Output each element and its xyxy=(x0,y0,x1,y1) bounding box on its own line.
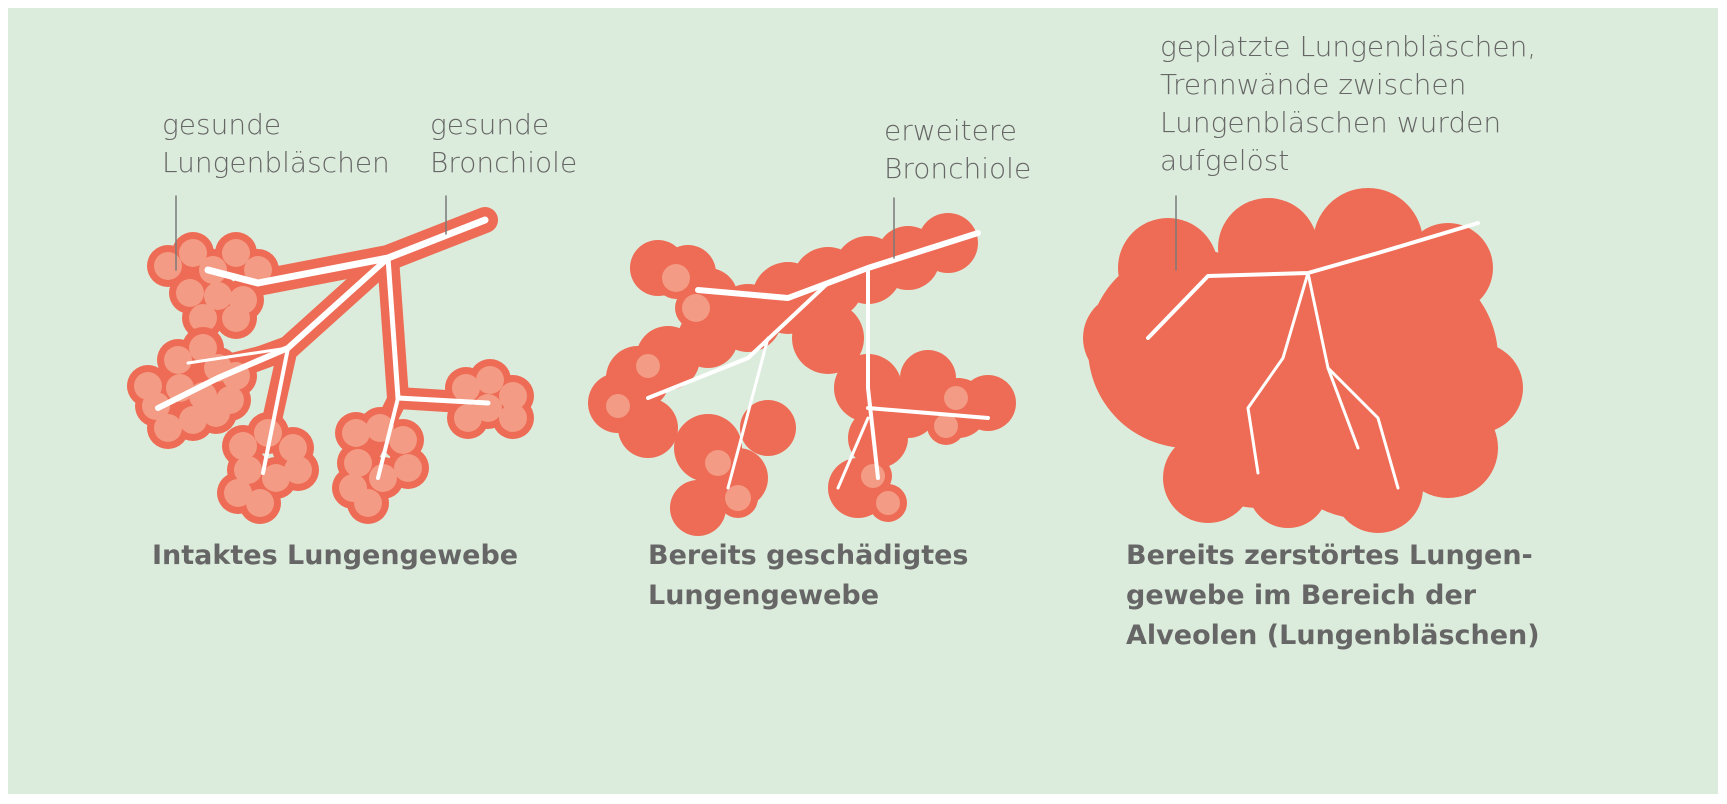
alveolus xyxy=(682,294,710,322)
alveolus xyxy=(222,239,250,267)
alveolus xyxy=(229,432,257,460)
alveolus xyxy=(934,414,958,438)
destroyed-lung-tissue xyxy=(1083,188,1523,533)
alveolus xyxy=(454,404,482,432)
merged-tissue xyxy=(1333,443,1423,533)
alveolus xyxy=(342,419,370,447)
alveolus xyxy=(224,479,252,507)
callout-healthy-alveoli: gesunde Lungenbläschen xyxy=(162,106,390,182)
alveolus xyxy=(394,454,422,482)
alveolus xyxy=(876,491,900,515)
alveolus xyxy=(339,474,367,502)
alveolus xyxy=(662,264,690,292)
alveolus xyxy=(154,252,182,280)
alveolus xyxy=(944,386,968,410)
alveolus xyxy=(176,279,204,307)
damaged-lung-tissue xyxy=(588,213,1016,536)
merged-tissue xyxy=(1163,433,1253,523)
caption-intact-tissue: Intaktes Lungengewebe xyxy=(152,536,518,576)
alveolus xyxy=(499,404,527,432)
callout-burst-alveoli: geplatzte Lungenbläschen, Trennwände zwi… xyxy=(1160,28,1536,180)
enlarged-tissue xyxy=(670,480,726,536)
intact-lung-tissue xyxy=(127,220,534,524)
caption-destroyed-tissue: Bereits zerstörtes Lungen- gewebe im Ber… xyxy=(1126,536,1540,656)
alveolus xyxy=(636,354,660,378)
callout-widened-bronchiole: erweitere Bronchiole xyxy=(884,112,1031,188)
merged-tissue xyxy=(1218,198,1318,298)
alveolus xyxy=(344,449,372,477)
alveolus xyxy=(284,456,312,484)
alveolus xyxy=(154,414,182,442)
alveolus xyxy=(705,450,731,476)
alveolus xyxy=(389,426,417,454)
alveolus xyxy=(369,464,397,492)
merged-tissue xyxy=(1403,223,1493,313)
alveolus xyxy=(476,366,504,394)
alveolus xyxy=(452,374,480,402)
alveolus xyxy=(861,464,885,488)
alveolus xyxy=(164,346,192,374)
callout-healthy-bronchiole: gesunde Bronchiole xyxy=(430,106,577,182)
alveolus xyxy=(216,386,244,414)
alveolus xyxy=(222,304,250,332)
caption-damaged-tissue: Bereits geschädigtes Lungengewebe xyxy=(648,536,969,616)
alveolus xyxy=(606,394,630,418)
illustration-panel: gesunde Lungenbläschen gesunde Bronchiol… xyxy=(8,8,1718,794)
merged-tissue xyxy=(1083,293,1173,383)
merged-tissue xyxy=(1248,448,1328,528)
alveolus xyxy=(134,372,162,400)
